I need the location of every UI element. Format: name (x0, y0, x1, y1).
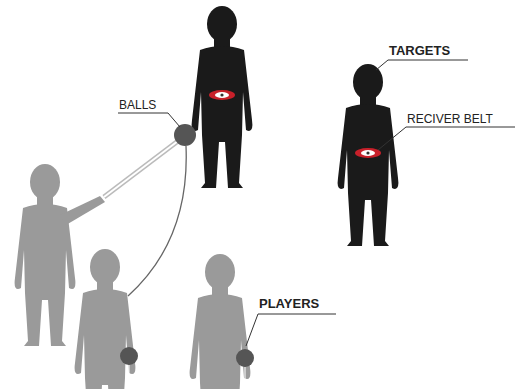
receiver-belt (209, 90, 235, 100)
callout-label: PLAYERS (259, 297, 319, 311)
player-silhouette (15, 164, 76, 346)
target-silhouette (338, 64, 399, 246)
leader-line (376, 60, 468, 70)
ball-string (129, 365, 130, 389)
held-ball (236, 349, 254, 367)
player-silhouette (75, 249, 136, 389)
throwing-arm (60, 196, 105, 225)
callout-label: TARGETS (389, 44, 450, 58)
thrown-ball (174, 124, 196, 146)
target-figure (192, 6, 253, 188)
throw-trail (104, 141, 178, 197)
target-figure (338, 64, 399, 246)
leader-line (246, 314, 336, 346)
player-silhouette (190, 254, 251, 389)
target-silhouette (192, 6, 253, 188)
player-figure (190, 254, 251, 389)
player-figure (75, 249, 136, 389)
throw-trail (104, 141, 178, 197)
callout-label: BALLS (119, 98, 156, 112)
ball-tether (128, 146, 186, 296)
player-figure (15, 164, 76, 346)
leader-line (118, 113, 180, 127)
callout-label: RECIVER BELT (407, 112, 493, 126)
receiver-belt (355, 148, 381, 158)
leader-line (378, 127, 515, 150)
held-ball (120, 347, 138, 365)
ball-string (245, 367, 246, 389)
